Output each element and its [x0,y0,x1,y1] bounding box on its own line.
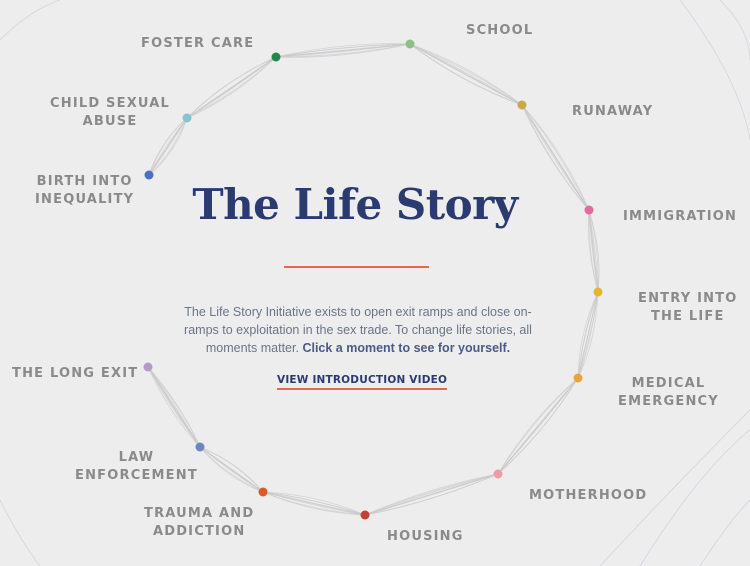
moment-label-line: INEQUALITY [35,192,135,207]
moment-dot-the-long-exit[interactable] [143,362,153,372]
intro-body: The Life Story Initiative exists to open… [184,304,532,355]
moment-label-housing[interactable]: HOUSING [387,528,464,546]
moment-label-birth-into-inequality[interactable]: BIRTH INTO INEQUALITY [35,173,134,209]
ring-thread [147,43,599,516]
moment-dot-foster-care[interactable] [271,52,281,62]
moment-dot-entry-into-the-life[interactable] [593,287,603,297]
moment-label-line: HOUSING [387,529,464,544]
moment-dot-motherhood[interactable] [493,469,503,479]
moment-label-foster-care[interactable]: FOSTER CARE [141,35,254,53]
moment-label-entry-into-the-life[interactable]: ENTRY INTO THE LIFE [638,290,738,326]
moment-dot-trauma-and-addiction[interactable] [258,487,268,497]
moment-label-line: THE LONG EXIT [12,366,139,381]
page-title: The Life Story [192,180,518,229]
moment-label-line: BIRTH INTO [36,174,133,189]
moment-label-line: MOTHERHOOD [529,488,648,503]
moment-dot-child-sexual-abuse[interactable] [182,113,192,123]
ring-thread [147,43,600,516]
title-divider [284,266,429,268]
moment-label-medical-emergency[interactable]: MEDICAL EMERGENCY [618,375,719,411]
moment-dot-school[interactable] [405,39,415,49]
moment-label-runaway[interactable]: RUNAWAY [572,103,653,121]
moment-label-line: ENFORCEMENT [75,468,198,483]
moment-label-line: ABUSE [82,114,138,129]
moment-label-line: SCHOOL [466,23,534,38]
moment-label-line: ADDICTION [152,524,246,539]
moment-label-line: TRAUMA AND [144,506,255,521]
moment-label-law-enforcement[interactable]: LAW ENFORCEMENT [75,449,198,485]
moment-label-motherhood[interactable]: MOTHERHOOD [529,487,647,505]
moment-label-line: IMMIGRATION [623,209,738,224]
moment-label-line: LAW [118,450,155,465]
moment-label-line: FOSTER CARE [141,36,255,51]
moment-label-line: MEDICAL [631,376,706,391]
moment-label-immigration[interactable]: IMMIGRATION [623,208,737,226]
moment-dot-birth-into-inequality[interactable] [144,170,154,180]
moment-label-trauma-and-addiction[interactable]: TRAUMA AND ADDICTION [144,505,254,541]
moment-label-school[interactable]: SCHOOL [466,22,533,40]
moment-label-line: RUNAWAY [572,104,654,119]
moment-dot-immigration[interactable] [584,205,594,215]
intro-text: The Life Story Initiative exists to open… [180,303,536,357]
moment-dot-housing[interactable] [360,510,370,520]
moment-dot-runaway[interactable] [517,100,527,110]
moment-label-line: EMERGENCY [618,394,719,409]
moment-label-child-sexual-abuse[interactable]: CHILD SEXUAL ABUSE [50,95,170,131]
moment-label-the-long-exit[interactable]: THE LONG EXIT [12,365,138,383]
view-introduction-video-link[interactable]: VIEW INTRODUCTION VIDEO [277,374,448,390]
moment-label-line: ENTRY INTO [638,291,738,306]
moment-dot-law-enforcement[interactable] [195,442,205,452]
intro-cta: Click a moment to see for yourself. [302,340,511,355]
moment-label-line: THE LIFE [650,309,725,324]
moment-label-line: CHILD SEXUAL [50,96,171,111]
moment-dot-medical-emergency[interactable] [573,373,583,383]
